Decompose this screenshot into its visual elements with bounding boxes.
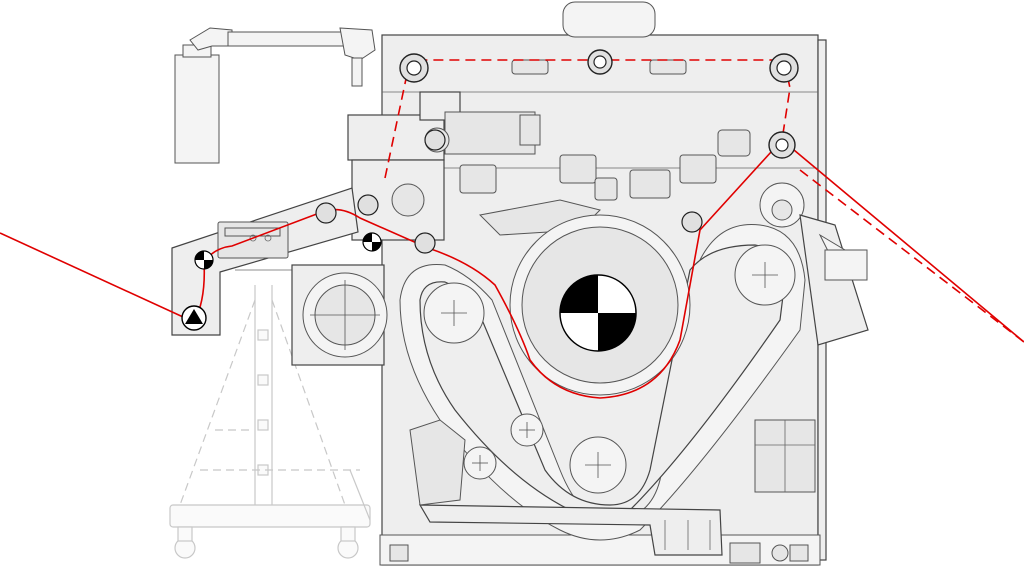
- roller-icon: [768, 131, 796, 159]
- registration-mark-icon: [362, 232, 382, 252]
- roller-icon: [315, 202, 337, 224]
- roller-cross-icon: [463, 446, 497, 480]
- roller-icon: [424, 129, 446, 151]
- web-path: [0, 59, 1024, 399]
- roller-cross-icon: [569, 436, 627, 494]
- roller-icon: [587, 49, 613, 75]
- roller-icon: [414, 232, 436, 254]
- roller-cross-icon: [510, 413, 544, 447]
- registration-mark-icon: [194, 250, 214, 270]
- web-rollers: [181, 49, 799, 331]
- left-drum: [291, 264, 388, 366]
- ghost-stand: [169, 285, 371, 559]
- overhead-arm: [174, 27, 376, 164]
- roller-icon: [357, 194, 379, 216]
- bottom-tray: [409, 419, 723, 556]
- roller-cross-icon: [734, 244, 796, 306]
- outfeed-frame: [754, 214, 869, 493]
- roller-set: [423, 182, 805, 494]
- direction-triangle-icon: [181, 305, 207, 331]
- roller-icon: [769, 53, 799, 83]
- registration-mark-icon: [559, 274, 637, 352]
- central-drum: [509, 214, 691, 396]
- roller-icon: [399, 53, 429, 83]
- roller-icon: [681, 211, 703, 233]
- roller-cross-icon: [423, 282, 485, 344]
